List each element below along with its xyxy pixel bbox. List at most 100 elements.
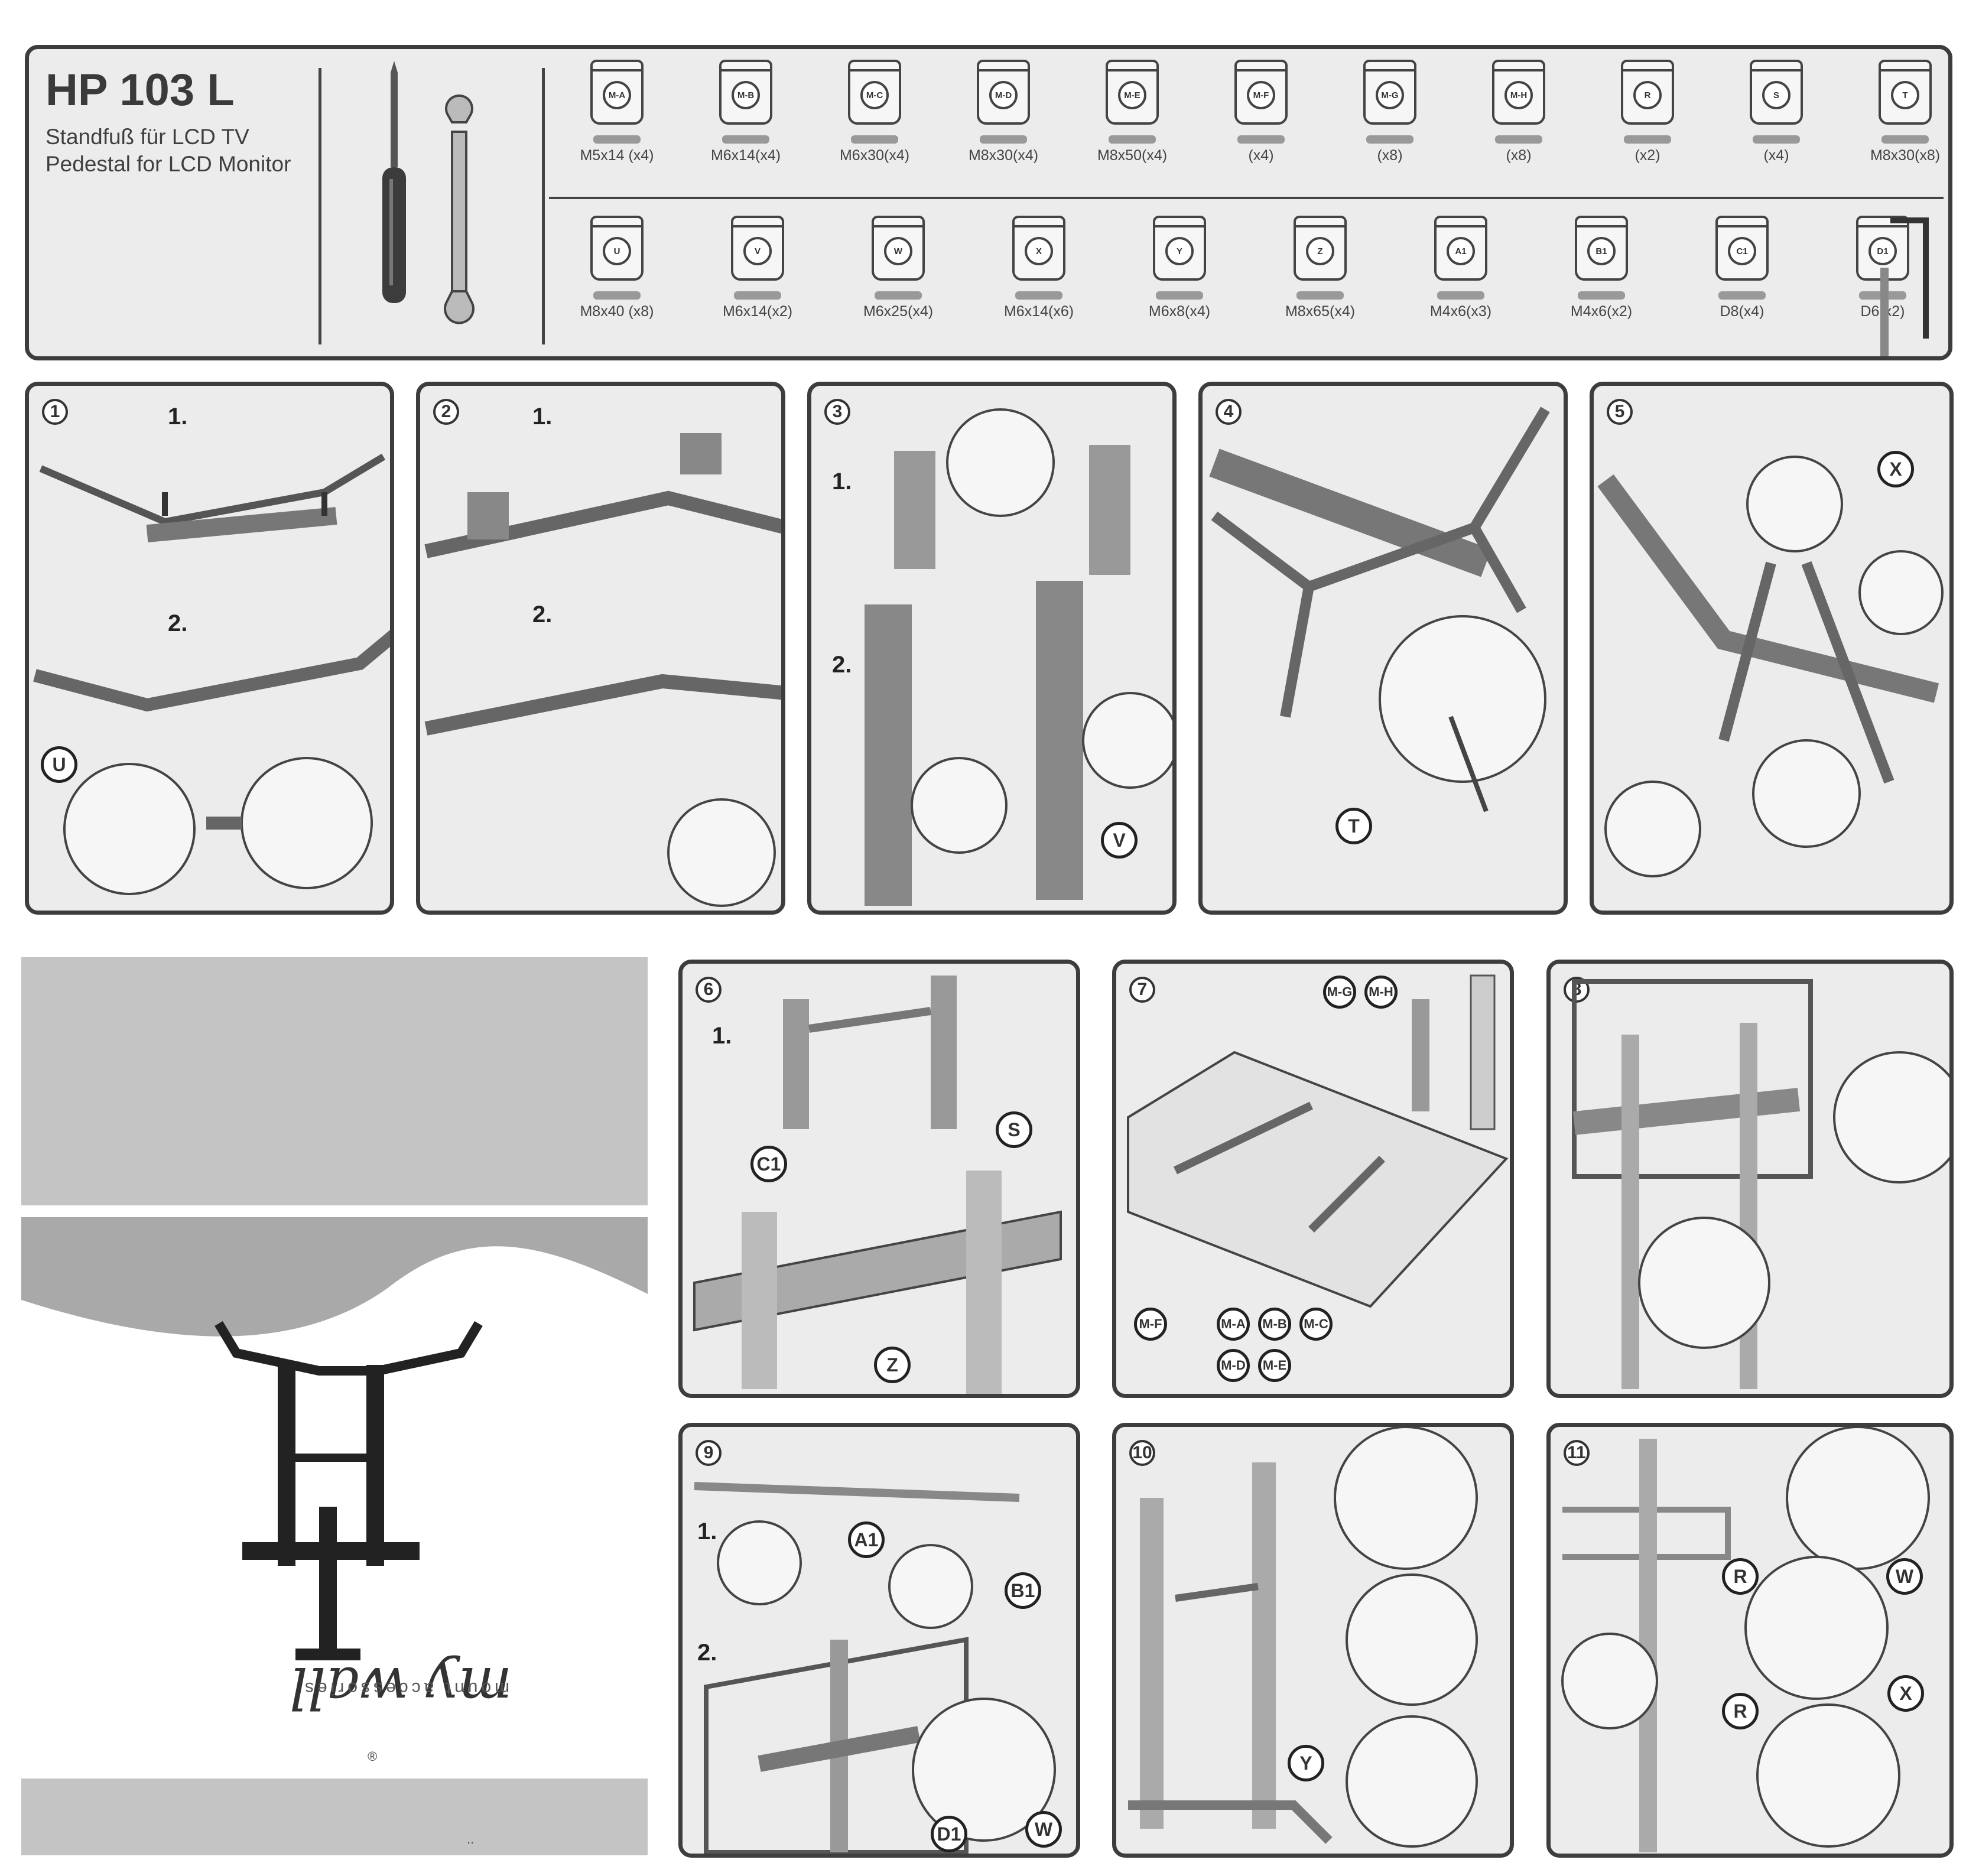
- part-code: A1: [1447, 237, 1475, 265]
- part-code: Z: [1306, 237, 1334, 265]
- step-number: 3: [824, 399, 850, 425]
- cover-top-band: [21, 957, 648, 1205]
- row-divider: [549, 197, 1944, 199]
- step-4-illustration: [1209, 407, 1550, 812]
- part-label: (x2): [1634, 147, 1660, 164]
- part-bag: V: [731, 216, 784, 281]
- step-1-illustration: [33, 453, 390, 895]
- divider: [319, 68, 321, 344]
- part-bag: M-F: [1234, 60, 1288, 125]
- part-code: D1: [1868, 237, 1897, 265]
- part-bag: M-D: [977, 60, 1030, 125]
- step-number: 11: [1564, 1440, 1590, 1466]
- part-label: M6x25(x4): [863, 303, 934, 320]
- part-bag: M-C: [848, 60, 901, 125]
- callout-u: U: [41, 746, 77, 783]
- part-icon: [851, 135, 898, 144]
- step-number: 9: [696, 1440, 722, 1466]
- step-number: 7: [1129, 977, 1155, 1003]
- cover-bottom-band: [21, 1779, 648, 1855]
- part-icon: [1237, 135, 1285, 144]
- callout-m-g: M-G: [1323, 976, 1356, 1009]
- part-icon: [1296, 291, 1344, 300]
- wrench-icon: [444, 94, 475, 324]
- part-label: (x8): [1377, 147, 1403, 164]
- substep-label: 1.: [532, 404, 553, 430]
- part-label: M4x6(x3): [1429, 303, 1492, 320]
- part-code: M-B: [732, 81, 760, 109]
- part-icon: [734, 291, 781, 300]
- part-icon: [1366, 135, 1413, 144]
- part-code: U: [603, 237, 631, 265]
- registered-mark: ®: [368, 1749, 378, 1764]
- step-panel-6: 6 1. C1 S Z: [678, 960, 1080, 1398]
- part-icon: [1753, 135, 1800, 144]
- substep-label: 2.: [697, 1640, 717, 1666]
- part-bag: S: [1750, 60, 1803, 125]
- part-icon: [1578, 291, 1625, 300]
- part-icon: [1718, 291, 1766, 300]
- part-bag: C1: [1715, 216, 1769, 281]
- substep-label: 1.: [697, 1519, 717, 1545]
- callout-s: S: [996, 1111, 1032, 1148]
- step-number: 10: [1129, 1440, 1155, 1466]
- callout-m-f: M-F: [1134, 1308, 1167, 1341]
- step-2-illustration: [424, 433, 781, 907]
- part-label: (x4): [1248, 147, 1274, 164]
- step-panel-11: 11 R W R X: [1546, 1423, 1954, 1858]
- cover-wave: [21, 1217, 648, 1337]
- part-code: M-F: [1247, 81, 1275, 109]
- part-icon: [1881, 135, 1929, 144]
- part-label: M6x14(x4): [710, 147, 781, 164]
- part-code: Y: [1165, 237, 1194, 265]
- cover-product-image: [215, 1321, 483, 1660]
- part-code: B1: [1587, 237, 1616, 265]
- callout-z: Z: [874, 1347, 911, 1383]
- substep-label: 2.: [832, 652, 852, 678]
- part-label: M8x30(x4): [968, 147, 1039, 164]
- part-bag: U: [590, 216, 644, 281]
- part-bag: A1: [1434, 216, 1487, 281]
- product-subtitle-de: Standfuß für LCD TV: [46, 125, 249, 149]
- callout-b1: B1: [1005, 1572, 1041, 1609]
- part-label: M6x14(x6): [1003, 303, 1074, 320]
- part-icon: [1437, 291, 1484, 300]
- step-number: 4: [1216, 399, 1242, 425]
- part-code: M-H: [1504, 81, 1533, 109]
- part-icon: [980, 135, 1027, 144]
- part-code: R: [1633, 81, 1662, 109]
- step-9-illustration: [694, 1482, 1056, 1854]
- callout-y: Y: [1288, 1745, 1324, 1781]
- callout-v: V: [1101, 822, 1138, 859]
- callout-r: R: [1722, 1693, 1759, 1729]
- callout-t: T: [1335, 808, 1372, 844]
- substep-label: 2.: [168, 610, 188, 636]
- callout-m-h: M-H: [1364, 976, 1398, 1009]
- part-bag: T: [1879, 60, 1932, 125]
- part-code: M-D: [989, 81, 1018, 109]
- step-panel-3: 3 1. 2. V: [807, 382, 1177, 915]
- step-8-illustration: [1572, 979, 1949, 1389]
- part-code: M-G: [1376, 81, 1404, 109]
- part-bag: X: [1012, 216, 1065, 281]
- callout-x: X: [1887, 1675, 1924, 1712]
- part-icon: [1109, 135, 1156, 144]
- screwdriver-icon: [382, 61, 406, 303]
- step-10-illustration: [1128, 1427, 1478, 1848]
- part-code: T: [1891, 81, 1919, 109]
- brand-tagline: mount accessories: [301, 1679, 510, 1698]
- part-bag: M-B: [719, 60, 772, 125]
- part-icon: [875, 291, 922, 300]
- part-bag: M-G: [1363, 60, 1416, 125]
- part-label: M6x8(x4): [1148, 303, 1211, 320]
- callout-a1: A1: [848, 1521, 885, 1558]
- step-panel-9: 9 1. 2. A1 B1 D1 W: [678, 1423, 1080, 1858]
- callout-m-a: M-A: [1217, 1308, 1250, 1341]
- step-number: 5: [1607, 399, 1633, 425]
- step-11-illustration: [1561, 1427, 1930, 1852]
- part-code: M-A: [603, 81, 631, 109]
- part-code: M-E: [1118, 81, 1146, 109]
- part-label: M8x50(x4): [1097, 147, 1168, 164]
- step-number: 1: [42, 399, 68, 425]
- step-panel-7: 7 M-G M-H M-F M-A M-B M-C M-D M-E: [1112, 960, 1514, 1398]
